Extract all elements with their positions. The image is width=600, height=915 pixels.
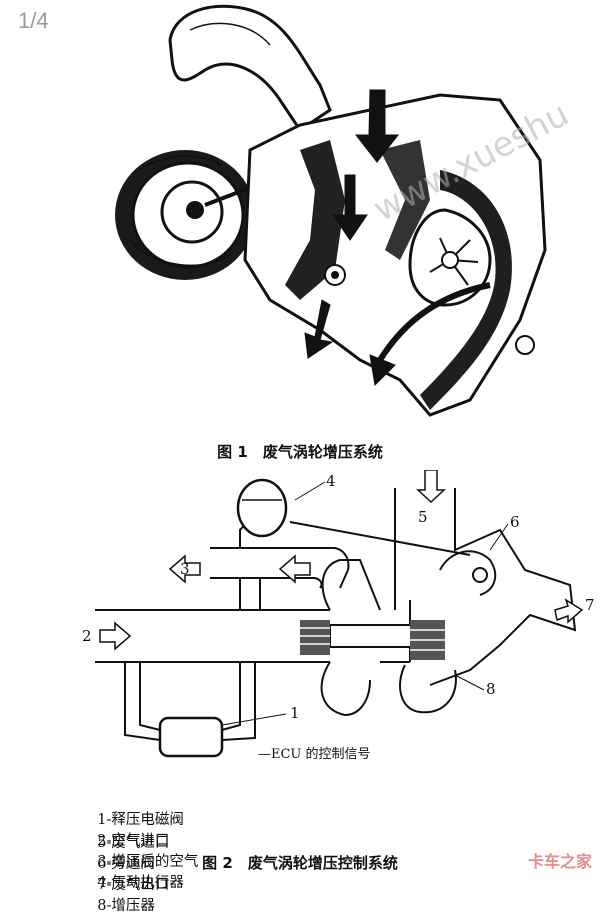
callout-3: 3 [180,560,190,578]
site-watermark: 卡车之家 [527,852,592,871]
callout-7: 7 [585,596,595,614]
turbo-system-illustration: www.xueshu [115,4,575,417]
legend-item-8: 8-增压器 [97,898,155,914]
legend-item-3: 3-增压后的空气 [97,854,199,870]
turbo-control-diagram: 1 2 3 4 5 6 7 8 —ECU 的控制信号 [82,470,595,762]
figure1-caption: 图 1 废气涡轮增压系统 [217,443,383,461]
figure2-caption: 图 2 废气涡轮增压控制系统 [202,854,398,872]
callout-5: 5 [418,508,428,526]
callout-1: 1 [290,704,300,722]
legend-item-2: 2-空气进口 [97,833,170,849]
page-indicator: 1/4 [18,8,49,33]
ecu-control-signal-label: —ECU 的控制信号 [258,746,371,762]
callout-8: 8 [486,680,496,698]
legend-item-7: 7-废气出口 [97,877,170,893]
legend-item-1: 1-释压电磁阀 [97,812,184,828]
legend-item-6: 6-旁通阀 [97,856,155,872]
callout-6: 6 [510,513,520,531]
callout-2: 2 [82,627,92,645]
legend-item-5: 5-废气进口 [97,835,170,851]
callout-4: 4 [326,472,336,490]
